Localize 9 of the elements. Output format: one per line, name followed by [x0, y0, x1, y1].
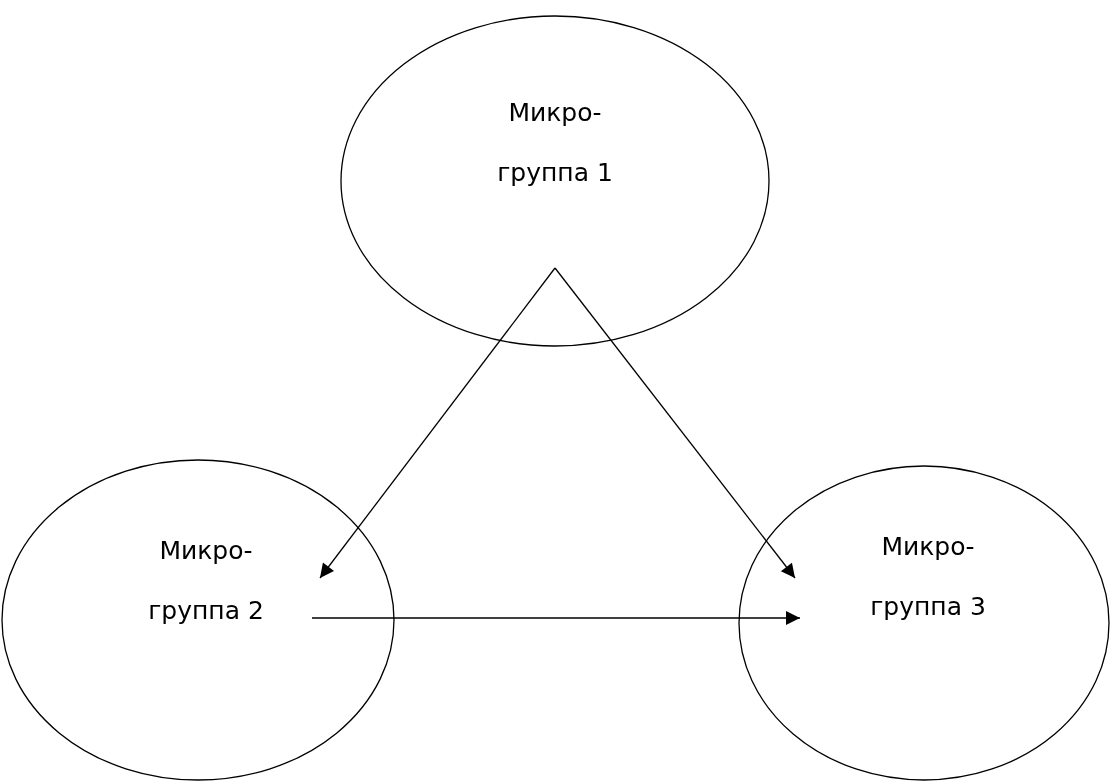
arrow [311, 611, 801, 625]
node-label: Микро- группа 3 [869, 531, 987, 623]
arrow [319, 267, 556, 579]
node-label: Микро- группа 2 [147, 535, 265, 627]
ellipse-node [340, 15, 770, 347]
ellipse-node [1, 459, 395, 781]
ellipse-node [738, 465, 1110, 781]
arrow [554, 267, 796, 579]
node-label: Микро- группа 1 [496, 97, 614, 189]
